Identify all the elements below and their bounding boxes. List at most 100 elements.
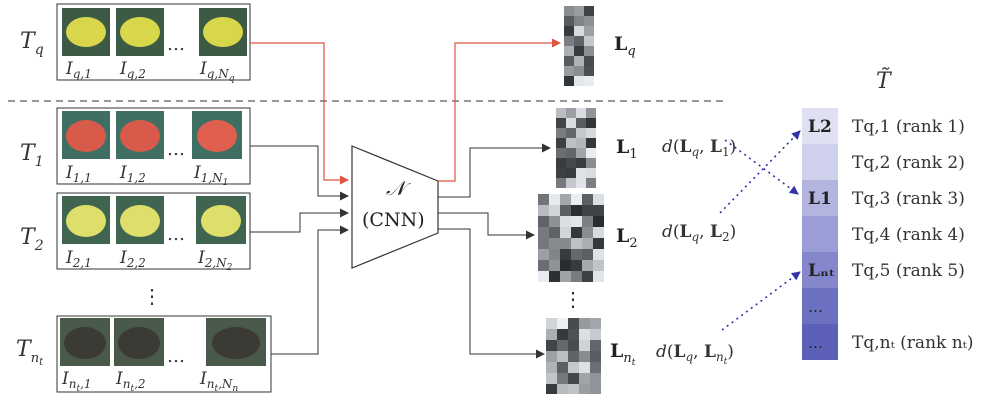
match-arrow-n <box>721 271 801 331</box>
matrix-cell <box>582 249 593 260</box>
matrix-cell <box>571 227 582 238</box>
matrix-cell <box>556 108 566 118</box>
matrix-cell <box>566 168 576 178</box>
match-arrow-1 <box>724 139 799 195</box>
matrix-cell <box>576 178 586 188</box>
matrix-cell <box>564 6 574 16</box>
car-shape <box>197 120 237 152</box>
ranking-badge: L2 <box>808 117 832 137</box>
track-label-1: T1 <box>20 141 44 170</box>
matrix-cell <box>568 318 579 329</box>
matrix-cell <box>593 194 604 205</box>
matrix-cell <box>568 351 579 362</box>
matrix-cell <box>593 205 604 216</box>
matrix-cell <box>564 26 574 36</box>
ranking-entry: Tq,2 (rank 2) <box>852 153 965 173</box>
matrix-cell <box>566 128 576 138</box>
matrix-cell <box>560 260 571 271</box>
matrix-cell <box>549 227 560 238</box>
matrix-cell <box>574 56 584 66</box>
ranking-title: T̃ <box>876 68 893 94</box>
distance-2: d(Lq, L2) <box>662 222 736 244</box>
matrix-cell <box>576 118 586 128</box>
matrix-cell <box>590 318 601 329</box>
descriptor-label-q: Lq <box>614 33 636 59</box>
matrix-cell <box>546 362 557 373</box>
matrix-cell <box>549 271 560 282</box>
matrix-cell <box>538 260 549 271</box>
matrix-cell <box>560 227 571 238</box>
car-shape <box>120 120 160 152</box>
matrix-cell <box>557 362 568 373</box>
matrix-cell <box>582 194 593 205</box>
matrix-cell <box>593 249 604 260</box>
matrix-cell <box>586 128 596 138</box>
matrix-cell <box>584 56 594 66</box>
matrix-cell <box>582 227 593 238</box>
matrix-cell <box>568 384 579 394</box>
car-shape <box>120 17 160 47</box>
matrix-cell <box>538 238 549 249</box>
ellipsis: … <box>167 34 185 55</box>
track2-output-arrow <box>438 212 535 240</box>
matrix-cell <box>576 128 586 138</box>
ranking-badge: … <box>808 334 823 352</box>
car-shape <box>118 327 160 359</box>
matrix-cell <box>571 249 582 260</box>
matrix-cell <box>582 260 593 271</box>
matrix-cell <box>560 216 571 227</box>
matrix-cell <box>576 148 586 158</box>
matrix-cell <box>546 329 557 340</box>
matrix-cell <box>549 260 560 271</box>
trackn-input-arrow <box>271 225 349 355</box>
ranking-entry: Tq,nₜ (rank nₜ) <box>852 333 974 353</box>
matrix-cell <box>584 16 594 26</box>
ranking-cell <box>802 252 838 288</box>
matrix-cell <box>568 362 579 373</box>
matrix-cell <box>560 249 571 260</box>
descriptor-label-2: L2 <box>616 225 638 251</box>
matrix-cell <box>549 238 560 249</box>
matrix-cell <box>564 46 574 56</box>
matrix-cell <box>574 66 584 76</box>
matrix-cell <box>566 158 576 168</box>
track1-input-arrow <box>250 145 349 201</box>
matrix-cell <box>556 138 566 148</box>
car-shape <box>64 327 106 359</box>
matrix-cell <box>556 128 566 138</box>
matrix-cell <box>564 36 574 46</box>
matrix-cell <box>538 227 549 238</box>
ranking-badge: L1 <box>808 189 832 209</box>
ranking-cell <box>802 288 838 324</box>
matrix-cell <box>579 362 590 373</box>
matrix-cell <box>584 46 594 56</box>
matrix-cell <box>566 138 576 148</box>
matrix-cell <box>579 340 590 351</box>
matrix-cell <box>557 340 568 351</box>
ranking-badge: … <box>808 298 823 316</box>
car-shape <box>201 205 241 237</box>
matrix-cell <box>586 148 596 158</box>
matrix-cell <box>579 384 590 394</box>
matrix-cell <box>566 148 576 158</box>
matrix-cell <box>586 158 596 168</box>
car-shape <box>66 17 106 47</box>
matrix-cell <box>546 373 557 384</box>
matrix-cell <box>593 216 604 227</box>
matrix-cell <box>579 351 590 362</box>
matrix-cell <box>586 168 596 178</box>
car-shape <box>212 327 260 359</box>
ellipsis: … <box>167 139 185 160</box>
matrix-cell <box>576 168 586 178</box>
ranking-entry: Tq,1 (rank 1) <box>852 117 965 137</box>
matrix-cell <box>549 249 560 260</box>
matrix-cell <box>560 238 571 249</box>
ellipsis: … <box>167 224 185 245</box>
distance-n: d(Lq, Lnt) <box>656 342 734 367</box>
matrix-cell <box>566 178 576 188</box>
matrix-cell <box>593 271 604 282</box>
track-vdots: ⋮ <box>142 284 162 308</box>
matrix-cell <box>557 329 568 340</box>
descriptor-label-1: L1 <box>616 136 638 162</box>
